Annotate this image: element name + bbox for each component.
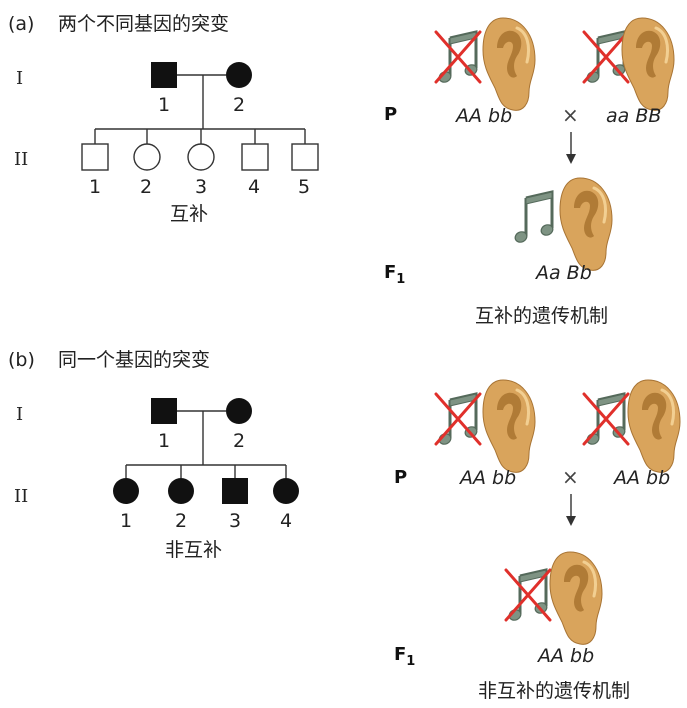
parental-generation-label: P (394, 467, 407, 488)
individual-number: 3 (229, 510, 241, 532)
ear-icon (626, 378, 682, 474)
parent1-genotype: AA bb (454, 105, 512, 127)
parental-generation-label: P (384, 104, 397, 125)
unaffected-female (133, 143, 161, 171)
individual-number: 3 (195, 176, 207, 198)
cross-symbol: × (562, 103, 579, 127)
individual-number: 4 (280, 510, 292, 532)
panel-b-label: (b) (8, 349, 35, 371)
f1-generation-label: F1 (394, 644, 415, 669)
parent2-genotype: aa BB (606, 105, 661, 127)
affected-female (113, 478, 139, 504)
parent1-genotype: AA bb (458, 467, 516, 489)
panel-a: (a) 两个不同基因的突变 I II 1 2 1 2 3 4 5 (8, 13, 676, 327)
affected-male (151, 62, 177, 88)
individual-number: 5 (298, 176, 310, 198)
arrow-down-icon (566, 494, 576, 526)
individual-number: 2 (140, 176, 152, 198)
music-note-icon (511, 190, 557, 246)
f1-genotype: Aa Bb (534, 262, 592, 284)
no-music-icon (436, 32, 480, 84)
no-music-icon (506, 570, 550, 622)
affected-female (226, 62, 252, 88)
cross-symbol: × (562, 465, 579, 489)
arrow-down-icon (566, 132, 576, 164)
no-music-icon (584, 32, 628, 84)
individual-number: 2 (233, 430, 245, 452)
affected-female (168, 478, 194, 504)
mechanism-a-caption: 互补的遗传机制 (475, 305, 608, 327)
affected-male (151, 398, 177, 424)
cross-diagram-a: P AA bb × aa BB F1 Aa Bb 互补的遗传机制 (384, 16, 676, 327)
unaffected-male (241, 143, 269, 171)
mechanism-b-caption: 非互补的遗传机制 (478, 680, 630, 702)
ear-icon (620, 16, 676, 112)
panel-b: (b) 同一个基因的突变 I II 1 2 1 2 3 4 非互补 (8, 349, 682, 702)
individual-number: 4 (248, 176, 260, 198)
ear-icon (558, 176, 614, 272)
individual-number: 2 (175, 510, 187, 532)
individual-number: 1 (158, 430, 170, 452)
pedigree-b-caption: 非互补 (165, 539, 222, 561)
ear-icon (481, 378, 537, 474)
parent2-genotype: AA bb (612, 467, 670, 489)
individual-number: 1 (89, 176, 101, 198)
unaffected-female (187, 143, 215, 171)
individual-number: 1 (120, 510, 132, 532)
generation-I-label: I (16, 404, 23, 425)
cross-diagram-b: P AA bb × AA bb F1 AA bb 非互补的遗传机制 (394, 378, 682, 702)
generation-I-label: I (16, 68, 23, 89)
affected-male (222, 478, 248, 504)
f1-generation-label: F1 (384, 262, 405, 287)
individual-number: 2 (233, 94, 245, 116)
unaffected-male (81, 143, 109, 171)
panel-a-title: 两个不同基因的突变 (58, 13, 229, 35)
pedigree-a: 1 2 1 2 3 4 5 (81, 62, 319, 198)
generation-II-label: II (14, 486, 28, 507)
affected-female (226, 398, 252, 424)
pedigree-a-caption: 互补 (170, 203, 208, 225)
ear-icon (548, 550, 604, 646)
no-music-icon (436, 394, 480, 446)
affected-female (273, 478, 299, 504)
unaffected-male (291, 143, 319, 171)
f1-genotype: AA bb (536, 645, 594, 667)
panel-b-title: 同一个基因的突变 (58, 349, 210, 371)
generation-II-label: II (14, 149, 28, 170)
pedigree-b: 1 2 1 2 3 4 (113, 398, 299, 532)
ear-icon (481, 16, 537, 112)
no-music-icon (584, 394, 628, 446)
panel-a-label: (a) (8, 13, 34, 35)
individual-number: 1 (158, 94, 170, 116)
